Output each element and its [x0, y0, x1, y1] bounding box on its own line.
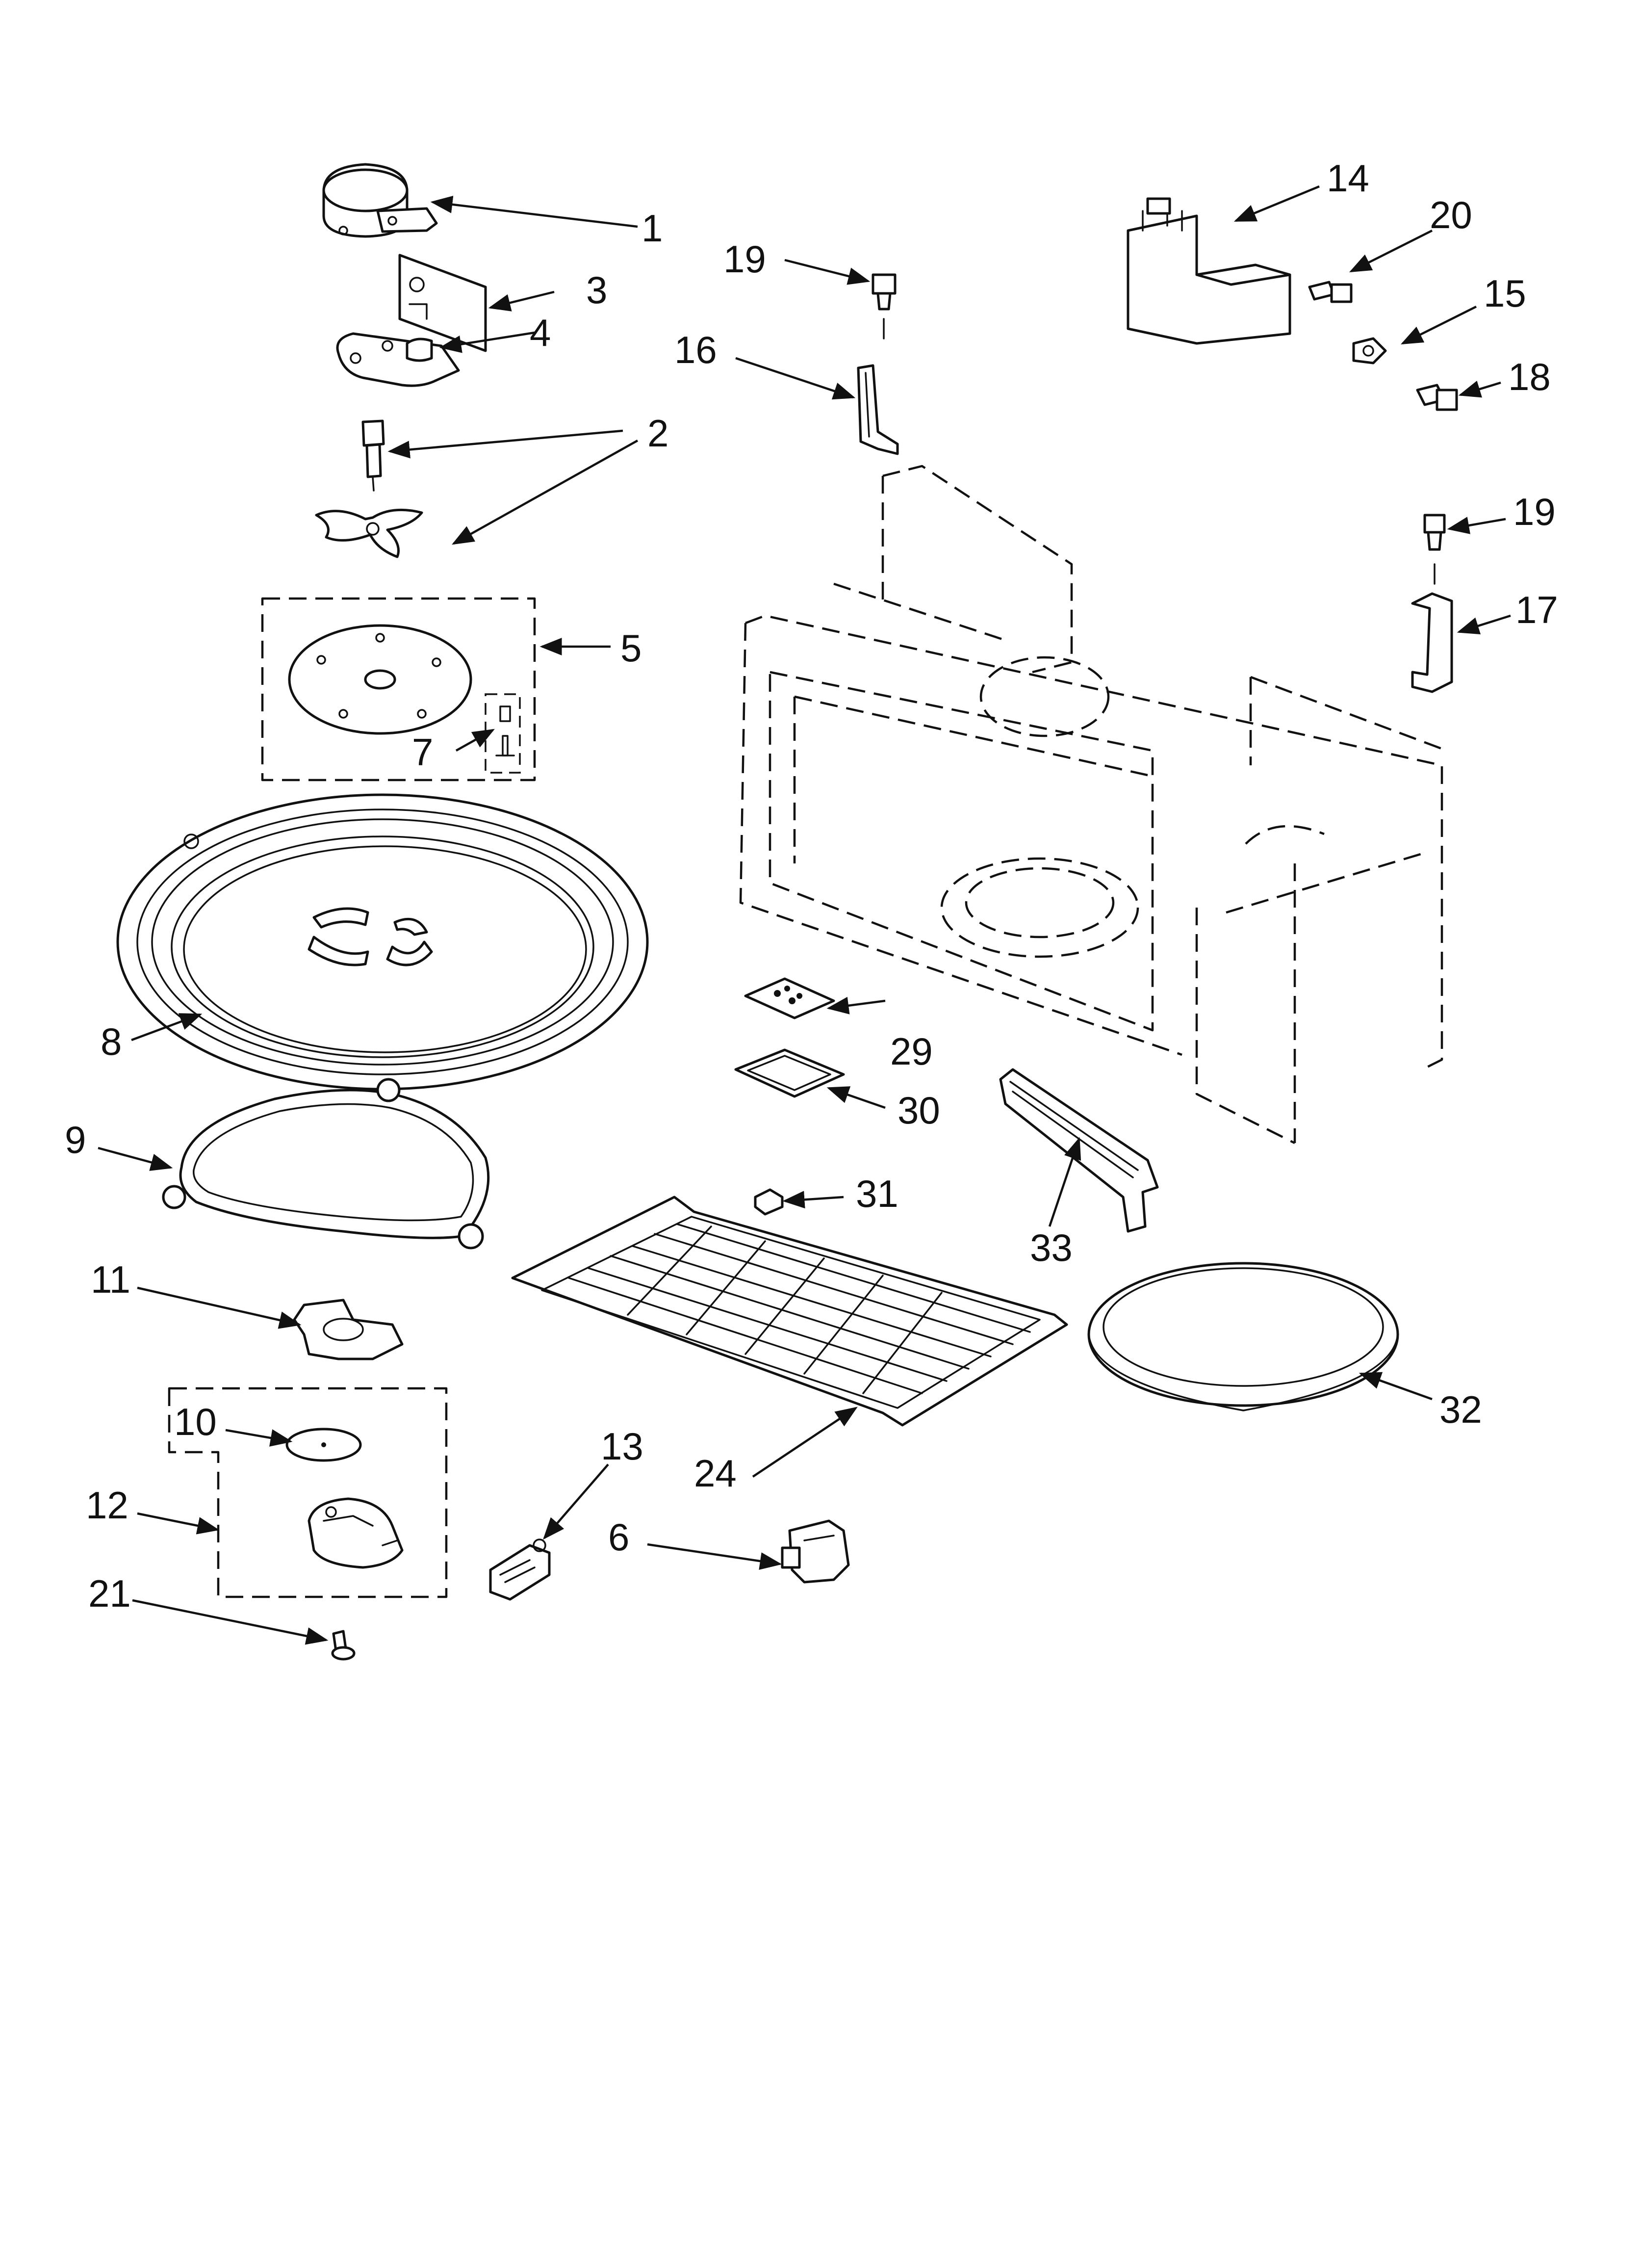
- callout-16: 16: [674, 328, 717, 371]
- part-18-screw: [1416, 384, 1458, 411]
- callout-20: 20: [1430, 193, 1472, 236]
- part-4-mounting-bracket: [336, 332, 460, 387]
- part-24-wire-rack: [511, 1196, 1068, 1427]
- callout-24: 24: [694, 1452, 737, 1495]
- part-17-bracket: [1411, 592, 1453, 693]
- callout-29: 29: [890, 1030, 933, 1073]
- callout-12: 12: [86, 1484, 128, 1527]
- group-box-12: [168, 1387, 448, 1598]
- part-2-shaft-and-stirrer: [315, 419, 423, 558]
- callout-7: 7: [412, 730, 433, 774]
- callout-8: 8: [101, 1020, 122, 1063]
- group-box-5: [261, 597, 536, 782]
- part-29-label: [744, 977, 835, 1019]
- callout-11: 11: [91, 1258, 130, 1301]
- callout-1: 1: [641, 207, 663, 250]
- part-1-motor: [322, 163, 438, 238]
- callout-32: 32: [1439, 1388, 1482, 1431]
- part-14-transformer: [1127, 197, 1291, 345]
- callout-17: 17: [1515, 588, 1558, 631]
- callout-21: 21: [88, 1572, 131, 1615]
- part-19-screw-b: [1423, 514, 1446, 585]
- callout-31: 31: [856, 1172, 898, 1215]
- leader-lines: [98, 185, 1511, 1645]
- callout-19b: 19: [1513, 490, 1556, 533]
- callout-33: 33: [1030, 1226, 1073, 1269]
- part-31-clip: [754, 1188, 784, 1216]
- callout-30: 30: [898, 1089, 940, 1132]
- oven-cavity-housing: [739, 465, 1447, 1145]
- callout-18: 18: [1508, 355, 1551, 398]
- part-15-thermostat: [1352, 337, 1387, 365]
- callout-13: 13: [601, 1425, 643, 1468]
- part-13-switch: [489, 1538, 551, 1601]
- callout-4: 4: [530, 311, 551, 354]
- callout-15: 15: [1484, 272, 1526, 315]
- part-11-coupler: [293, 1299, 404, 1360]
- part-9-roller-ring: [162, 1078, 490, 1250]
- callout-6: 6: [608, 1515, 629, 1559]
- callout-5: 5: [620, 626, 641, 670]
- callout-19a: 19: [723, 237, 766, 281]
- part-10-coupling: [285, 1428, 362, 1462]
- callout-labels: 1 2 3 4 5 6 7 8 9 10 11 12 13 14 15 16 1…: [65, 156, 1558, 1615]
- part-7-screws: [495, 705, 515, 756]
- part-30-waveguide-cover: [734, 1048, 845, 1098]
- part-33-bracket-bar: [999, 1068, 1159, 1233]
- callout-2: 2: [647, 412, 668, 455]
- part-8-turntable-tray: [116, 793, 649, 1091]
- part-20-screw: [1308, 281, 1353, 303]
- part-6-latch: [781, 1519, 850, 1584]
- part-16-bracket: [857, 364, 899, 455]
- callout-3: 3: [586, 268, 607, 312]
- part-5-stirrer-cover: [288, 624, 472, 735]
- callout-9: 9: [65, 1118, 86, 1161]
- callout-14: 14: [1327, 156, 1369, 200]
- part-12-turntable-motor: [308, 1497, 404, 1569]
- callout-10: 10: [174, 1400, 217, 1443]
- part-19-screw-a: [872, 273, 897, 339]
- part-32-glass-tray: [1087, 1262, 1399, 1411]
- part-21-screw: [331, 1630, 356, 1661]
- part-3-insulator-plate: [398, 254, 487, 352]
